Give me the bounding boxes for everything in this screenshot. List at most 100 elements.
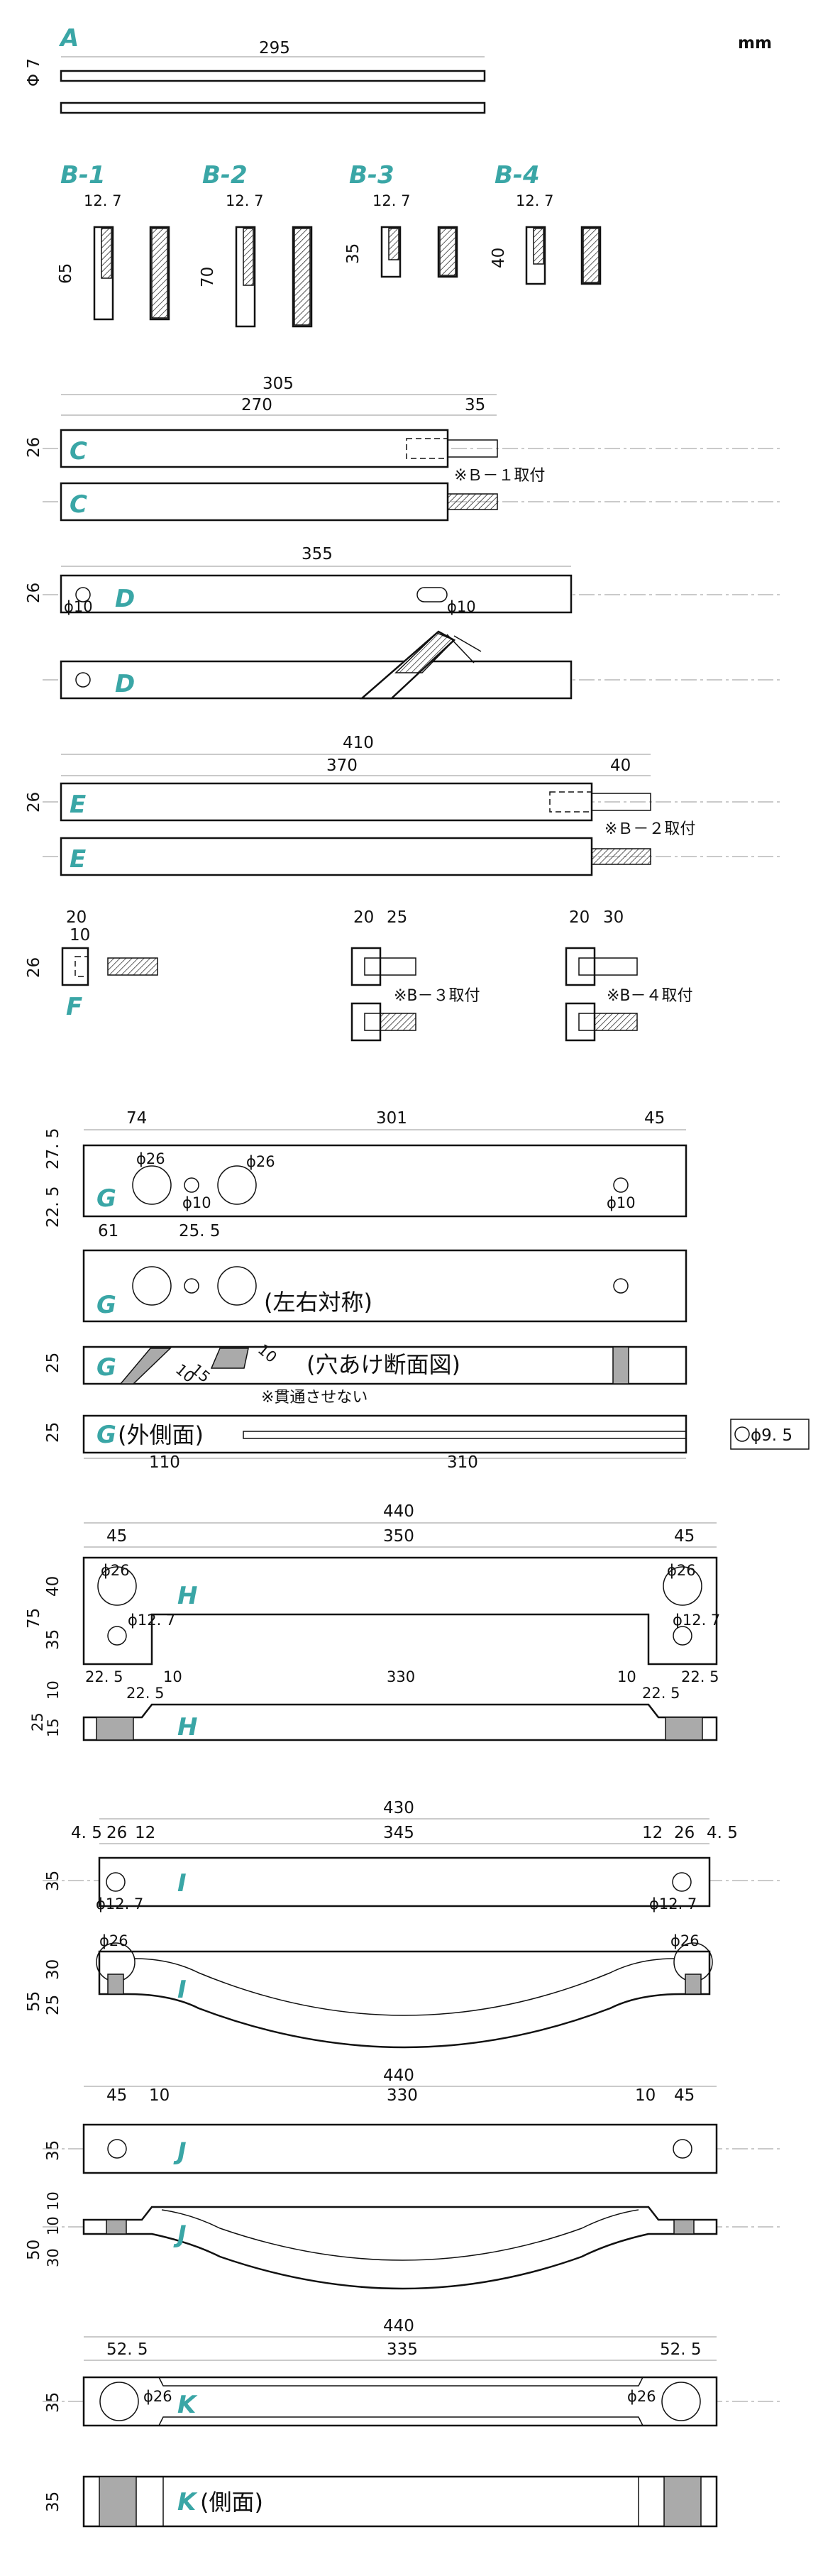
part-b1-height: 65 xyxy=(57,263,75,284)
part-g-h25-a: 25 xyxy=(44,1353,62,1373)
part-g-symmetry: (左右対称) xyxy=(264,1289,372,1316)
part-h-h25: 25 xyxy=(29,1712,46,1732)
part-h-hole127-b: ϕ12. 7 xyxy=(673,1612,720,1629)
part-c-total: 305 xyxy=(263,375,294,393)
part-h-d10-b: 10 xyxy=(617,1668,636,1685)
part-i: 430 4. 5 26 12 345 12 26 4. 5 35 ϕ12. 7 … xyxy=(25,1799,780,2049)
part-c-pin: 35 xyxy=(465,396,485,414)
part-b3-width: 12. 7 xyxy=(372,192,410,209)
part-b4-width: 12. 7 xyxy=(516,192,553,209)
part-h-label-2: H xyxy=(177,1713,197,1741)
part-j-d10-b: 10 xyxy=(635,2086,656,2105)
part-g-label-4: G xyxy=(96,1421,116,1449)
part-d-length: 355 xyxy=(302,545,333,563)
part-k-h35-a: 35 xyxy=(44,2392,62,2413)
part-k-label-1: K xyxy=(177,2391,198,2419)
part-e: 410 370 40 26 E E ※Ｂ－２取付 xyxy=(25,734,780,876)
part-g-h25-b: 25 xyxy=(44,1422,62,1443)
part-k: 440 52. 5 335 52. 5 35 ϕ26 ϕ26 K 35 K (側… xyxy=(43,2317,780,2528)
part-h-hole26-a: ϕ26 xyxy=(101,1562,130,1579)
part-a-length: 295 xyxy=(259,39,290,57)
part-h-h10: 10 xyxy=(45,1680,62,1700)
part-h-h15: 15 xyxy=(45,1718,62,1737)
part-j-h35: 35 xyxy=(44,2140,62,2161)
part-a-label: A xyxy=(58,24,79,53)
part-j-h10-b: 10 xyxy=(45,2216,62,2235)
part-j-d45-b: 45 xyxy=(674,2086,695,2105)
part-g-hole10-a: ϕ10 xyxy=(182,1194,211,1211)
part-h-total: 440 xyxy=(383,1502,414,1521)
part-i-label-2: I xyxy=(177,1976,187,2004)
part-a-rod-2 xyxy=(60,101,486,114)
part-c-side-view xyxy=(60,482,449,522)
part-i-d26-b: 26 xyxy=(674,1824,695,1842)
part-f4-w2: 30 xyxy=(603,908,624,927)
part-g-label-2: G xyxy=(96,1291,116,1319)
part-e-label-2: E xyxy=(70,845,86,874)
part-j: 440 45 10 330 10 45 35 J 10 50 10 30 J xyxy=(25,2066,780,2290)
part-f-w1: 20 xyxy=(66,908,87,927)
part-e-top-view xyxy=(60,782,593,822)
part-i-d12-b: 12 xyxy=(642,1824,663,1842)
part-b4-label: B-4 xyxy=(495,161,540,189)
part-g-h1: 27. 5 xyxy=(44,1128,62,1169)
part-i-d45-b: 4. 5 xyxy=(707,1824,738,1842)
part-h-d225-a: 22. 5 xyxy=(85,1668,123,1685)
part-g-bottom-view xyxy=(82,1249,687,1323)
part-h-d45-b: 45 xyxy=(674,1527,695,1546)
part-c-label-2: C xyxy=(70,490,87,519)
part-k-hole26-b: ϕ26 xyxy=(627,2388,656,2405)
part-h-d225-b: 22. 5 xyxy=(681,1668,719,1685)
part-c-body: 270 xyxy=(241,396,272,414)
part-j-top-view xyxy=(82,2123,718,2174)
part-h-h35: 35 xyxy=(44,1629,62,1650)
part-i-h25: 25 xyxy=(44,1995,62,2015)
part-k-d525-a: 52. 5 xyxy=(106,2340,148,2359)
part-g-tube: ϕ9. 5 xyxy=(751,1426,792,1445)
part-h-d350: 350 xyxy=(383,1527,414,1546)
part-i-d12-a: 12 xyxy=(135,1824,155,1842)
part-d-label-2: D xyxy=(115,670,135,698)
part-g-section-view xyxy=(82,1345,687,1385)
part-c-label-1: C xyxy=(70,437,87,466)
part-k-hole26-a: ϕ26 xyxy=(143,2388,172,2405)
part-i-top-view xyxy=(98,1856,711,1908)
part-j-side-view xyxy=(82,2206,718,2290)
part-g-section-note: (穴あけ断面図) xyxy=(306,1351,460,1378)
part-j-d330: 330 xyxy=(387,2086,418,2105)
part-g-hole26-b: ϕ26 xyxy=(246,1153,275,1170)
part-k-side-note: (側面) xyxy=(200,2489,263,2516)
part-k-h35-b: 35 xyxy=(44,2492,62,2512)
part-h-label-1: H xyxy=(177,1582,197,1610)
part-h-d10-a: 10 xyxy=(163,1668,182,1685)
part-h-hole26-b: ϕ26 xyxy=(667,1562,696,1579)
part-k-top-view xyxy=(82,2376,718,2427)
part-g-d310: 310 xyxy=(447,1453,478,1472)
part-d-height: 26 xyxy=(25,583,43,603)
part-g-d45: 45 xyxy=(644,1109,665,1128)
part-i-h55: 55 xyxy=(25,1991,43,2012)
part-g-hole10-b: ϕ10 xyxy=(607,1194,636,1211)
part-e-pin: 40 xyxy=(610,756,631,775)
part-b3-label: B-3 xyxy=(349,161,394,189)
part-i-hole26-a: ϕ26 xyxy=(99,1932,128,1949)
part-g-d301: 301 xyxy=(376,1109,407,1128)
part-e-total: 410 xyxy=(343,734,374,752)
part-h-s225-a: 22. 5 xyxy=(126,1685,164,1702)
part-g-d255: 25. 5 xyxy=(179,1222,221,1240)
part-e-side-view xyxy=(60,837,593,876)
part-g: 74 301 45 27. 5 22. 5 ϕ26 ϕ26 ϕ10 ϕ10 G … xyxy=(44,1109,810,1472)
part-k-label-2: K xyxy=(177,2488,198,2516)
part-b4-height: 40 xyxy=(490,248,508,268)
part-e-label-1: E xyxy=(70,791,86,819)
part-h-d45-a: 45 xyxy=(106,1527,127,1546)
part-d-top-view xyxy=(60,574,573,614)
part-i-d45-a: 4. 5 xyxy=(71,1824,102,1842)
part-b-group: B-1 B-2 B-3 B-4 12. 7 12. 7 12. 7 12. 7 … xyxy=(57,161,602,328)
part-g-d74: 74 xyxy=(126,1109,147,1128)
part-g-through-note: ※貫通させない xyxy=(261,1389,368,1407)
part-g-d110: 110 xyxy=(149,1453,180,1472)
part-j-total: 440 xyxy=(383,2066,414,2085)
part-i-hole127-a: ϕ12. 7 xyxy=(96,1895,143,1912)
